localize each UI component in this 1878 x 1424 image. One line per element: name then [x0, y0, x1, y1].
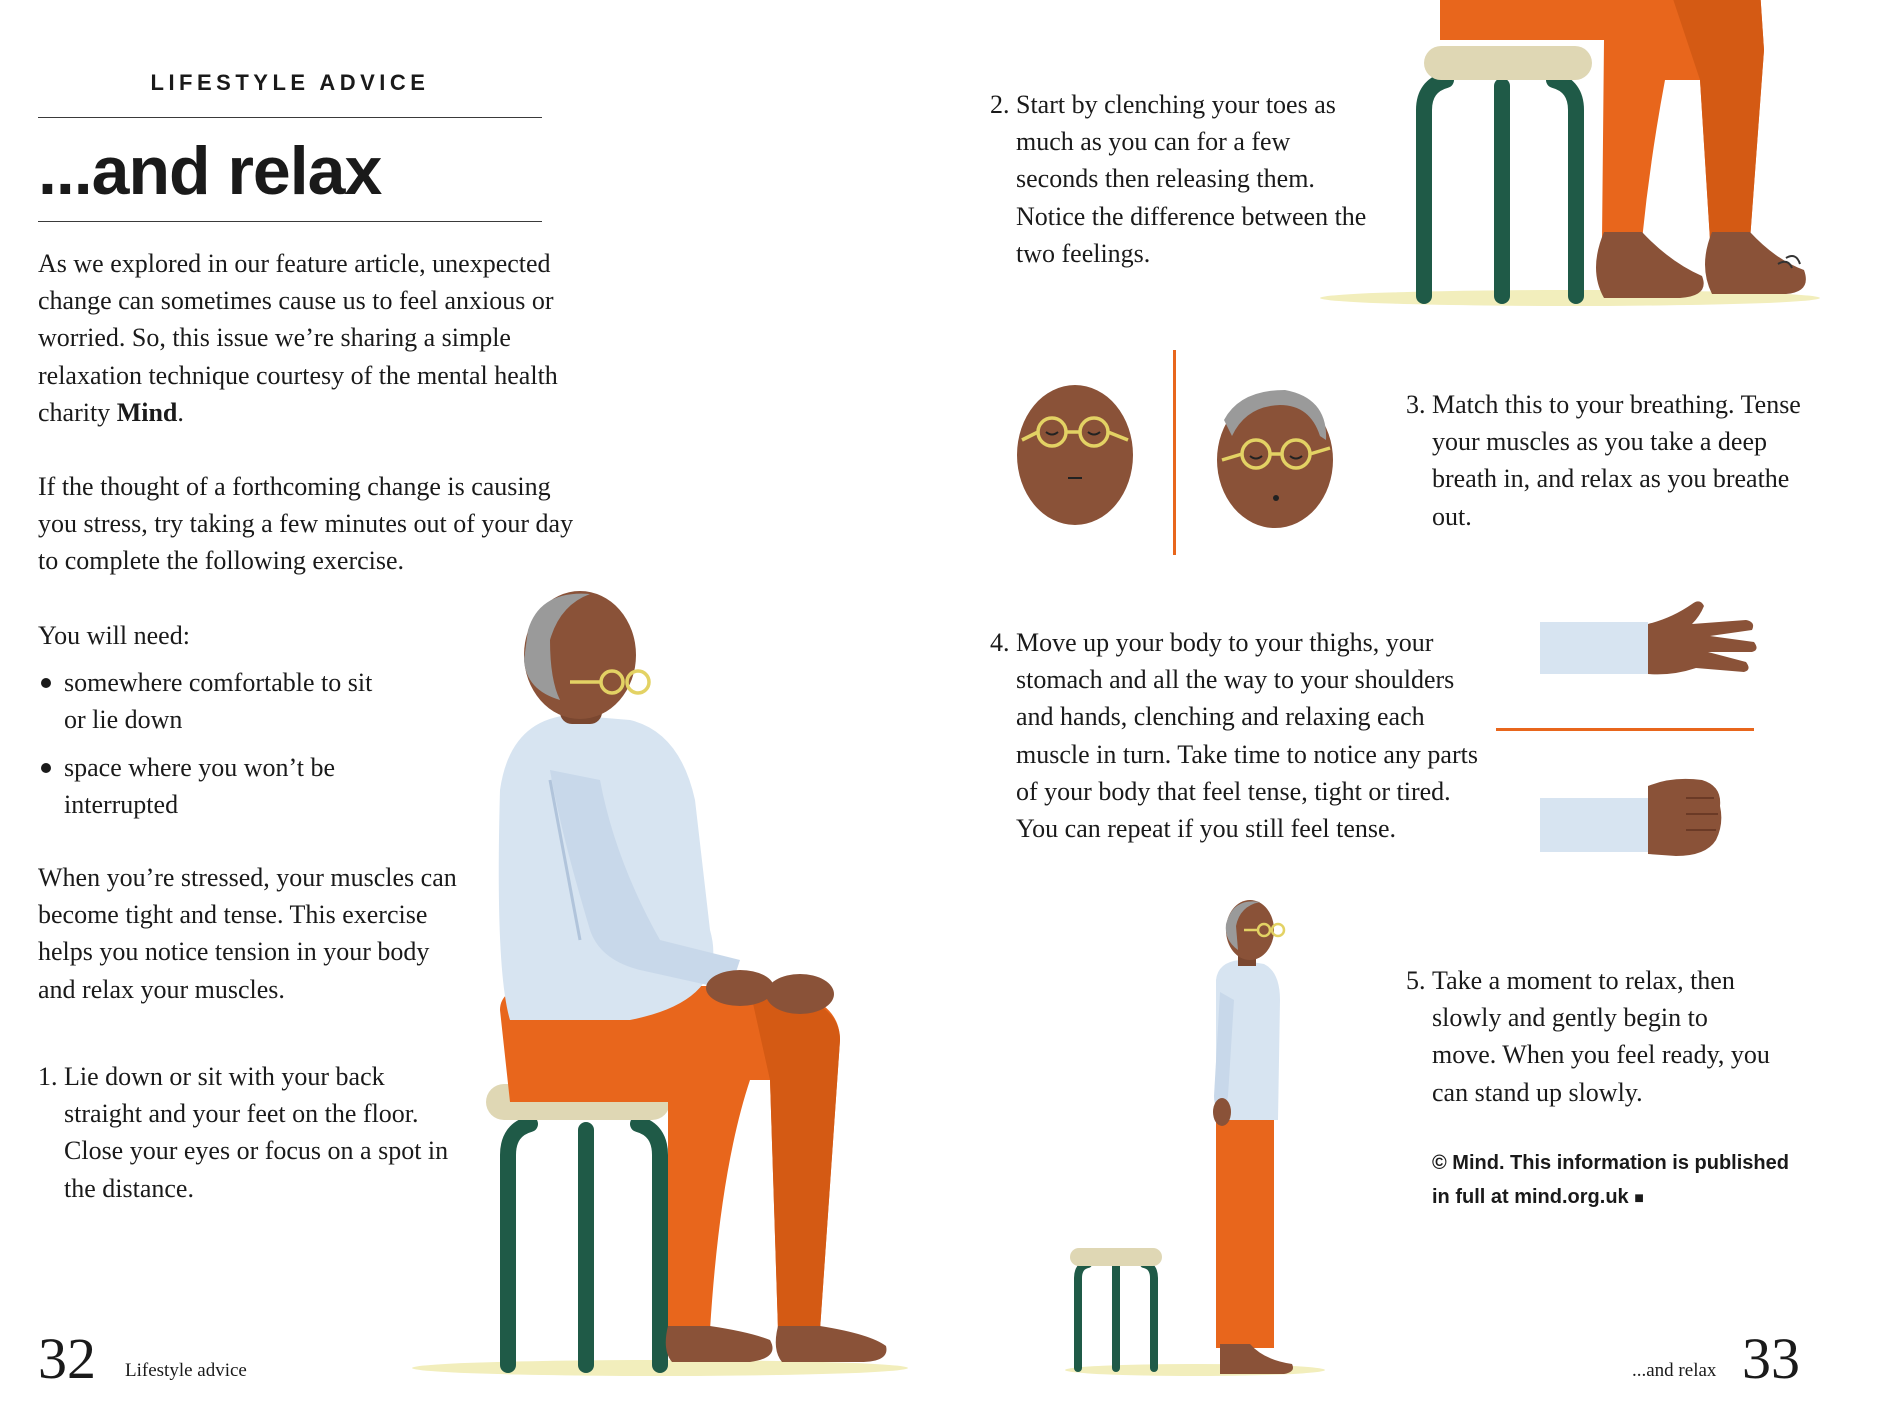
open-hand — [1540, 601, 1757, 675]
needs-list-item: space where you won’t be interrupted — [38, 749, 398, 823]
stool-legs — [1416, 72, 1584, 304]
stool-legs — [1074, 1260, 1158, 1372]
page-number-right: 33 — [1742, 1326, 1800, 1391]
trousers — [1216, 1116, 1274, 1348]
arm — [550, 770, 740, 990]
trousers — [1440, 0, 1764, 240]
divider-line — [1173, 350, 1176, 555]
step-3: 3. Match this to your breathing. Tense y… — [1406, 386, 1806, 535]
breathing-faces-illustration — [1017, 350, 1333, 555]
step-text: Lie down or sit with your back straight … — [64, 1062, 449, 1203]
end-mark: ■ — [1634, 1190, 1644, 1207]
foot — [665, 1326, 773, 1362]
glasses — [570, 669, 651, 695]
step-text: Match this to your breathing. Tense your… — [1432, 390, 1801, 531]
credit-text: © Mind. This information is published in… — [1432, 1152, 1789, 1208]
running-head-left: Lifestyle advice — [125, 1360, 247, 1381]
hair — [1225, 901, 1260, 950]
step-1: 1. Lie down or sit with your back straig… — [38, 1058, 458, 1207]
foot — [1705, 232, 1806, 294]
copyright-credit: © Mind. This information is published in… — [1432, 1146, 1802, 1216]
step-2: 2. Start by clenching your toes as much … — [990, 86, 1370, 272]
needs-list: somewhere comfortable to sit or lie down… — [38, 664, 398, 834]
step-number: 2. — [990, 90, 1010, 119]
page-title: ...and relax — [38, 133, 382, 209]
foot — [775, 1326, 887, 1362]
trousers — [500, 986, 840, 1330]
hand — [1213, 1098, 1231, 1126]
step-number: 5. — [1406, 966, 1426, 995]
header-rule-bottom — [38, 221, 542, 222]
you-will-need-label: You will need: — [38, 621, 190, 650]
stool-legs — [500, 1116, 668, 1373]
step-number: 3. — [1406, 390, 1426, 419]
page-number-left: 32 — [38, 1326, 96, 1391]
hands-illustration — [1496, 601, 1757, 856]
arm — [1214, 992, 1234, 1112]
header-rule-top — [38, 117, 542, 118]
face-tense — [1017, 385, 1133, 525]
stool-seat — [1070, 1248, 1162, 1266]
hand — [706, 970, 774, 1006]
step-number: 1. — [38, 1062, 58, 1091]
intro-bold-mind: Mind — [116, 397, 178, 427]
step-text: Take a moment to relax, then slowly and … — [1432, 966, 1770, 1107]
intro-end: . — [177, 397, 184, 427]
hand — [766, 974, 834, 1014]
standing-man-illustration — [1065, 900, 1325, 1376]
step-text: Start by clenching your toes as much as … — [1016, 90, 1367, 268]
toes-illustration — [1320, 0, 1820, 306]
paragraph-muscles: When you’re stressed, your muscles can b… — [38, 863, 457, 1004]
section-kicker: LIFESTYLE ADVICE — [150, 70, 430, 95]
stool-seat — [1424, 46, 1592, 80]
step-5: 5. Take a moment to relax, then slowly a… — [1406, 962, 1776, 1111]
hair — [524, 593, 590, 700]
running-head-right: ...and relax — [1632, 1360, 1717, 1381]
glasses — [1244, 922, 1286, 938]
face-relaxed — [1217, 390, 1333, 528]
needs-list-item: somewhere comfortable to sit or lie down — [38, 664, 398, 738]
seated-man-illustration — [412, 591, 908, 1376]
paragraph-stress: If the thought of a forthcoming change i… — [38, 472, 574, 576]
intro-text: As we explored in our feature article, u… — [38, 249, 558, 427]
step-number: 4. — [990, 628, 1010, 657]
foot — [1596, 232, 1704, 298]
intro-paragraph: As we explored in our feature article, u… — [38, 245, 586, 431]
clenched-fist — [1540, 778, 1722, 856]
step-4: 4. Move up your body to your thighs, you… — [990, 624, 1480, 847]
step-text: Move up your body to your thighs, your s… — [1016, 628, 1478, 844]
foot — [1220, 1344, 1293, 1374]
divider-line — [1496, 728, 1754, 731]
